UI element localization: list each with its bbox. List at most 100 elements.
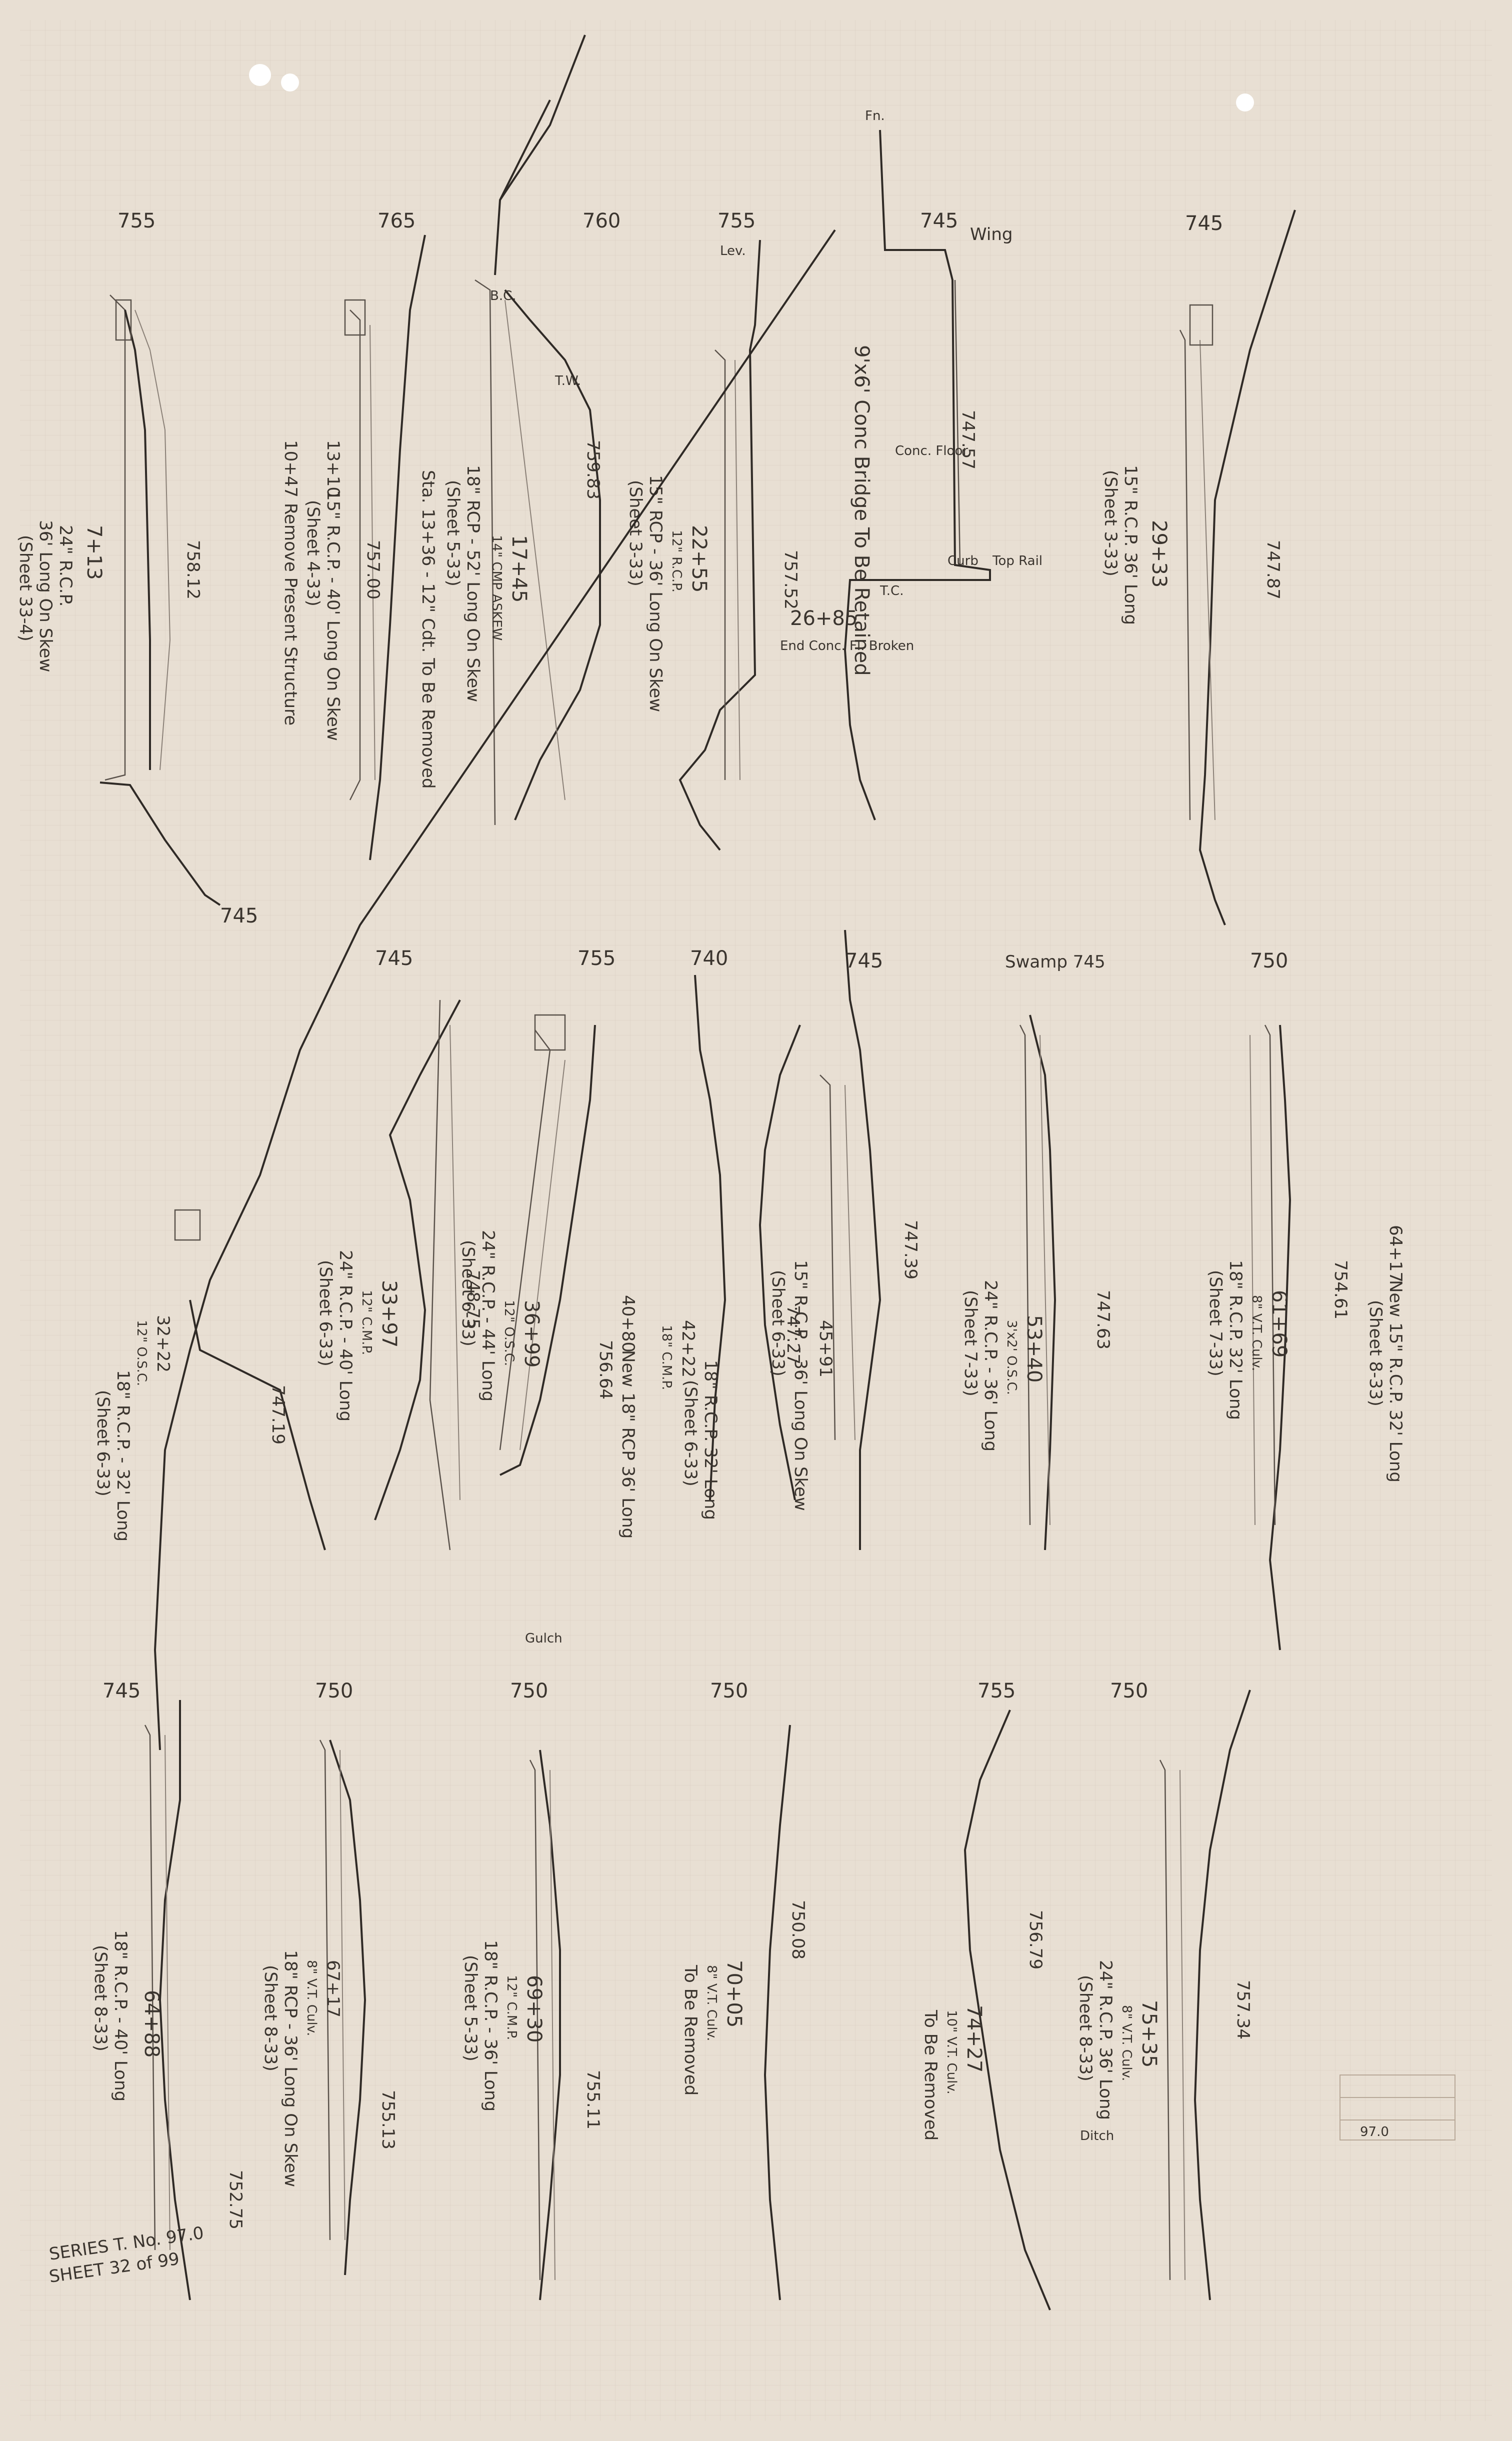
station-label: 64+17 xyxy=(1386,1225,1406,1282)
bridge-26-85: Wing Conc. Floor Curb Top Rail 9'x6' Con… xyxy=(780,130,1042,820)
culvert-desc: 15" R.C.P. - 36' Long On Skew xyxy=(790,1260,810,1511)
elev-value: 747.19 xyxy=(268,1385,288,1444)
elev-label: 745 xyxy=(920,210,958,232)
elev-value: 757.34 xyxy=(1233,1980,1253,2040)
culvert-detail: (Sheet 8-33) xyxy=(1076,1975,1096,2082)
culvert-detail: (Sheet 5-33) xyxy=(443,480,463,586)
culvert-extra: 12" C.M.P. xyxy=(504,1975,519,2040)
elev-label: 755 xyxy=(978,1680,1016,1702)
station-label: 45+91 xyxy=(816,1320,836,1378)
elev-value: 747.27 xyxy=(783,1305,803,1364)
culvert-detail: (Sheet 7-33) xyxy=(960,1290,980,1396)
station-label: 42+22 xyxy=(678,1320,698,1378)
culvert-17-45: 17+45 14" CMP ASKEW 18" RCP - 52' Long O… xyxy=(418,34,603,826)
culvert-detail: (Sheet 4-33) xyxy=(303,500,323,606)
culvert-desc: 18" R.C.P. - 32' Long xyxy=(113,1370,133,1542)
culvert-extra: 12" R.C.P. xyxy=(669,530,684,592)
station-label: 32+22 xyxy=(153,1315,173,1372)
culvert-extra: 14" CMP ASKEW xyxy=(489,535,504,640)
culvert-61-69: 61+69 8" V.T. Culv. 18" R.C.P. 32' Long … xyxy=(1206,1024,1350,1650)
station-label: 61+69 xyxy=(1268,1290,1290,1358)
elev-label: 745 xyxy=(845,950,883,972)
culvert-detail: (Sheet 8-33) xyxy=(1366,1300,1386,1406)
culvert-45-91: 45+91 15" R.C.P. - 36' Long On Skew (She… xyxy=(768,930,920,1550)
station-label: 40+80 xyxy=(618,1295,638,1352)
culvert-desc: 15" RCP - 36' Long On Skew xyxy=(646,475,666,712)
culvert-13-10: 13+10 15" R.C.P. - 40' Long On Skew (She… xyxy=(280,234,426,860)
elev-value: 747.63 xyxy=(1093,1290,1113,1350)
station-label: 22+55 xyxy=(688,525,710,592)
elev-label: 755 xyxy=(718,210,756,232)
elev-label: 745 xyxy=(220,904,258,928)
culvert-40-80: 40+80 New 18" RCP 36' Long 756.64 xyxy=(596,974,726,1538)
culvert-extra: 12" C.M.P. xyxy=(359,1290,374,1355)
culvert-desc: 24" R.C.P. xyxy=(56,525,76,607)
elev-value: 759.83 xyxy=(583,440,603,500)
markers: T.W. B.C. T.C. Fn. Lev. Ditch Gulch xyxy=(490,108,1114,2144)
top-rail-label: Top Rail xyxy=(992,554,1042,568)
culvert-extra: 18" C.M.P. xyxy=(659,1325,674,1390)
culvert-desc: New 18" RCP 36' Long xyxy=(618,1350,638,1538)
culvert-42-22: 42+22 18" C.M.P. 18" R.C.P. 32' Long (Sh… xyxy=(659,1024,803,1520)
conc-floor-label: Conc. Floor xyxy=(895,444,968,458)
elev-value: 752.75 xyxy=(226,2170,246,2230)
culvert-note: 10+47 Remove Present Structure xyxy=(280,440,300,726)
punch-hole-right xyxy=(1236,94,1254,112)
station-label: 64+88 xyxy=(140,1990,163,2058)
elev-label: 760 xyxy=(582,210,620,232)
marker-bc: B.C. xyxy=(490,288,516,304)
elev-value: 747.57 xyxy=(958,410,978,470)
culvert-desc: To Be Removed xyxy=(680,1964,700,2096)
marker-tc: T.C. xyxy=(880,584,904,598)
culvert-detail: (Sheet 6-33) xyxy=(458,1240,478,1346)
station-label: 36+99 xyxy=(520,1300,543,1368)
culvert-desc: 18" R.C.P. - 36' Long xyxy=(480,1940,500,2112)
culvert-desc: 18" RCP - 52' Long On Skew xyxy=(463,465,483,702)
marker-tw: T.W. xyxy=(554,374,581,388)
culvert-desc: 18" R.C.P. 32' Long xyxy=(700,1360,720,1520)
elev-value: 755.11 xyxy=(583,2070,603,2130)
elev-label: Swamp 745 xyxy=(1005,952,1106,972)
culvert-detail: (Sheet 6-33) xyxy=(768,1270,788,1376)
culvert-detail: (Sheet 5-33) xyxy=(460,1955,480,2062)
culvert-detail: (Sheet 8-33) xyxy=(90,1945,110,2052)
station-label: 67+17 xyxy=(323,1960,343,2018)
elev-value: 748.75 xyxy=(463,1270,483,1330)
elev-value: 756.64 xyxy=(596,1340,616,1400)
culvert-desc: 18" R.C.P. 32' Long xyxy=(1226,1260,1246,1420)
culvert-53-40: 53+40 3'x2' O.S.C. 24" R.C.P. - 36' Long… xyxy=(960,1014,1113,1550)
elev-label: 750 xyxy=(710,1680,748,1702)
elev-label: 755 xyxy=(578,947,616,970)
culvert-desc: New 15" R.C.P. 32' Long xyxy=(1386,1280,1406,1482)
elev-label: 750 xyxy=(510,1680,548,1702)
culvert-22-55: 22+55 12" R.C.P. 15" RCP - 36' Long On S… xyxy=(626,240,800,851)
elev-value: 757.52 xyxy=(780,550,800,610)
culvert-69-30: 69+30 12" C.M.P. 18" R.C.P. - 36' Long (… xyxy=(460,1750,603,2300)
culvert-detail: (Sheet 8-33) xyxy=(260,1965,280,2072)
culvert-desc: 24" R.C.P. 36' Long xyxy=(1096,1960,1116,2120)
culvert-note: End Conc. Fl. Broken xyxy=(780,638,914,654)
culvert-extra: 8" V.T. Culv. xyxy=(1249,1295,1264,1371)
culvert-desc: 15" R.C.P. - 40' Long On Skew xyxy=(323,490,343,741)
punch-hole-left xyxy=(249,64,271,86)
culvert-desc: 18" RCP - 36' Long On Skew xyxy=(280,1950,300,2187)
culvert-detail: (Sheet 6-33) xyxy=(316,1260,336,1366)
station-label: 13+10 xyxy=(323,440,343,498)
punch-hole-mid xyxy=(281,74,299,92)
culvert-desc: To Be Removed xyxy=(920,2010,940,2140)
elev-value: 750.08 xyxy=(788,1900,808,1960)
culvert-desc: 18" R.C.P. - 40' Long xyxy=(110,1930,130,2102)
culvert-67-17: 67+17 8" V.T. Culv. 18" RCP - 36' Long O… xyxy=(260,1740,398,2276)
culvert-detail: (Sheet 6-33) xyxy=(93,1390,113,1496)
culvert-extra: 12" O.S.C. xyxy=(502,1300,516,1366)
culvert-32-22: 32+22 12" O.S.C. 18" R.C.P. - 32' Long (… xyxy=(93,229,836,1750)
elev-value: 758.12 xyxy=(183,540,203,600)
elev-label: 745 xyxy=(1185,212,1223,235)
elev-value: 757.00 xyxy=(363,540,383,600)
culvert-desc: 24" R.C.P. - 36' Long xyxy=(980,1280,1000,1452)
marker-ditch: Ditch xyxy=(1080,2128,1114,2144)
elev-value: 755.13 xyxy=(378,2090,398,2150)
culvert-36-99: 36+99 12" O.S.C. 24" R.C.P. - 44' Long (… xyxy=(458,1014,596,1476)
elev-label: 755 xyxy=(118,210,156,232)
